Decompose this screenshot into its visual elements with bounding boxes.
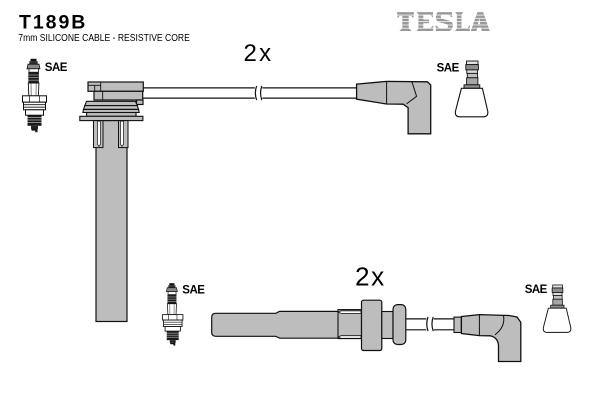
svg-text:2x: 2x [244, 40, 274, 67]
svg-text:T189B: T189B [19, 12, 87, 34]
svg-text:SAE: SAE [45, 62, 68, 74]
svg-text:SAE: SAE [182, 284, 205, 296]
svg-text:7mm SILICONE CABLE - RESISTIVE: 7mm SILICONE CABLE - RESISTIVE CORE [18, 33, 190, 44]
svg-text:2x: 2x [355, 261, 386, 291]
svg-text:SAE: SAE [525, 284, 548, 296]
svg-text:SAE: SAE [437, 63, 460, 75]
